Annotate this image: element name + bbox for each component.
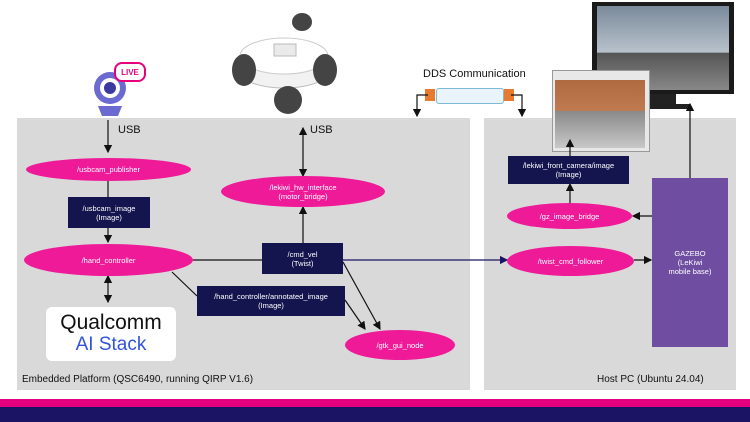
- monitor-stand: [650, 94, 676, 104]
- dds-label: DDS Communication: [423, 68, 526, 80]
- node-lekiwi-hw-interface[interactable]: /lekiwi_hw_interface (motor_bridge): [221, 176, 385, 207]
- topic-usbcam-image[interactable]: /usbcam_image (Image): [68, 197, 150, 228]
- node-hand-controller[interactable]: /hand_controller: [24, 244, 193, 276]
- node-gz-image-bridge[interactable]: /gz_image_bridge: [507, 203, 632, 229]
- footer-bar-magenta: [0, 399, 750, 407]
- usb-label-robot: USB: [310, 124, 333, 136]
- live-badge: LIVE: [114, 62, 146, 82]
- camera-view-image: [555, 80, 645, 148]
- host-pc-label: Host PC (Ubuntu 24.04): [597, 374, 704, 385]
- monitor-base: [636, 104, 690, 109]
- topic-annotated-image[interactable]: /hand_controller/annotated_image (Image): [197, 286, 345, 316]
- dds-port-right: [504, 89, 514, 101]
- logo-line-ai-stack: AI Stack: [75, 334, 147, 355]
- footer-bar-navy: [0, 407, 750, 422]
- node-gtk-gui[interactable]: /gtk_gui_node: [345, 330, 455, 360]
- dds-port-left: [425, 89, 435, 101]
- usb-label-webcam: USB: [118, 124, 141, 136]
- topic-front-camera-image[interactable]: /lekiwi_front_camera/image (Image): [508, 156, 629, 184]
- robot-illustration: [232, 13, 337, 114]
- embedded-platform-label: Embedded Platform (QSC6490, running QIRP…: [22, 374, 254, 385]
- dds-device-icon: [436, 88, 504, 104]
- node-twist-cmd-follower[interactable]: /twist_cmd_follower: [507, 246, 634, 276]
- gazebo-lekiwi-mobile-base[interactable]: GAZEBO (LeKiwi mobile base): [652, 178, 728, 347]
- qualcomm-ai-stack-logo: Qualcomm AI Stack: [46, 307, 176, 361]
- node-usbcam-publisher[interactable]: /usbcam_publisher: [26, 158, 191, 181]
- topic-cmd-vel[interactable]: /cmd_vel (Twist): [262, 243, 343, 274]
- logo-line-qualcomm: Qualcomm: [60, 311, 162, 334]
